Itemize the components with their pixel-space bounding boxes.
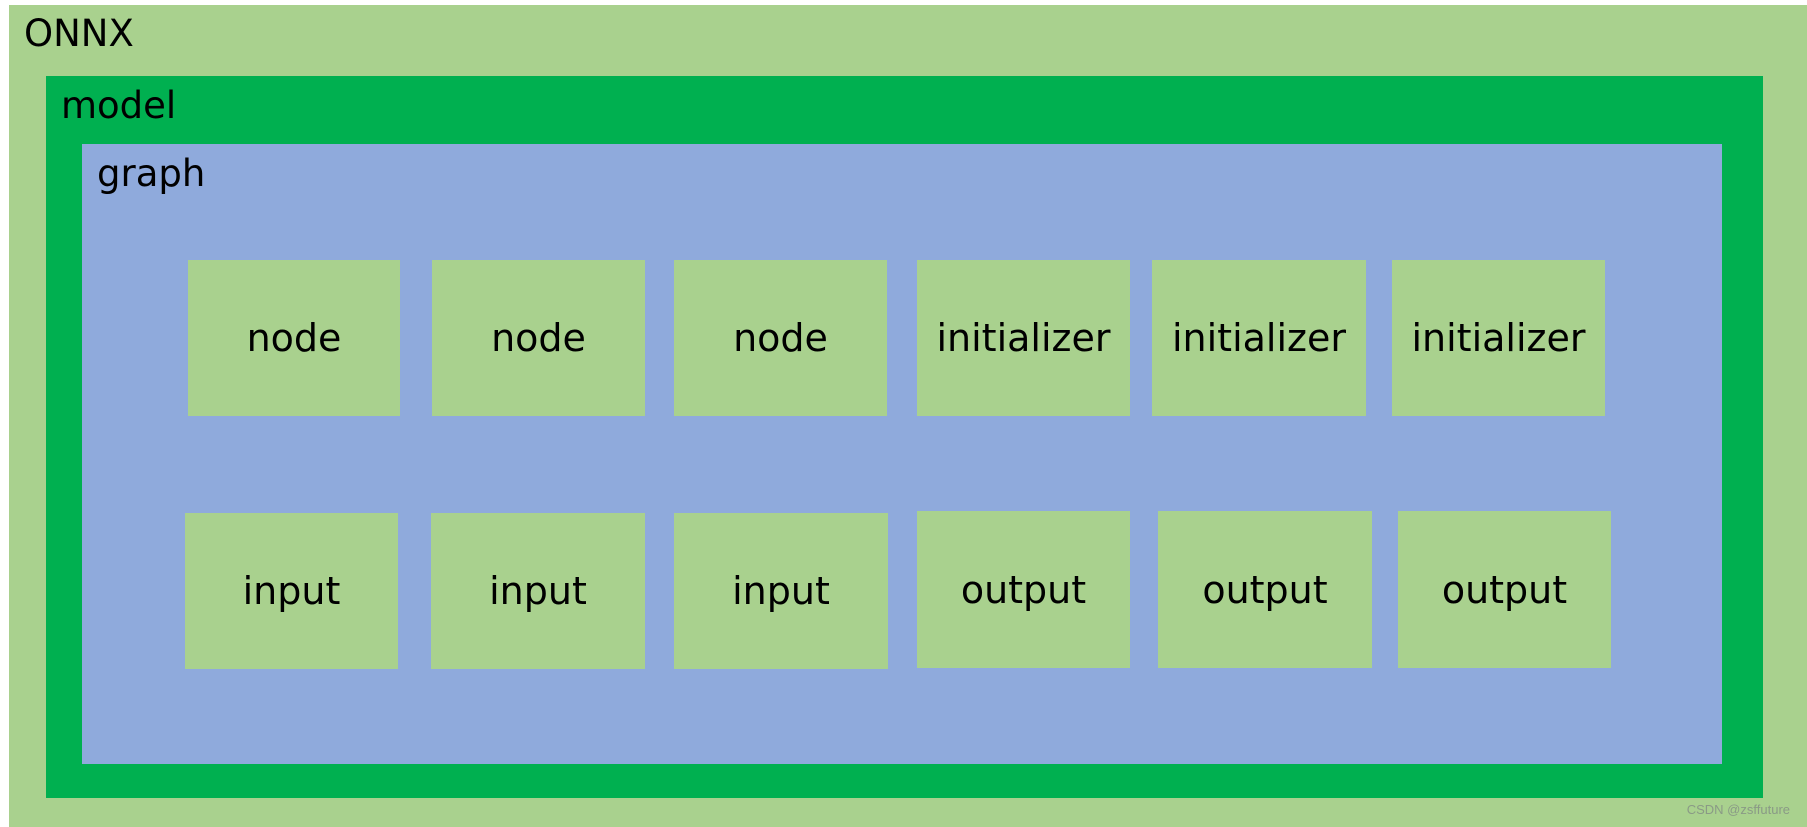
graph-node-3: node	[674, 260, 887, 416]
graph-output-1: output	[917, 511, 1130, 668]
graph-output-2: output	[1158, 511, 1372, 668]
graph-input-1: input	[185, 513, 398, 669]
model-label: model	[61, 84, 177, 127]
graph-node-2: node	[432, 260, 645, 416]
watermark-text: CSDN @zsffuture	[1686, 802, 1790, 817]
graph-output-3: output	[1398, 511, 1611, 668]
graph-input-2: input	[431, 513, 645, 669]
graph-input-3: input	[674, 513, 888, 669]
graph-initializer-1: initializer	[917, 260, 1130, 416]
graph-container	[82, 144, 1722, 764]
graph-initializer-2: initializer	[1152, 260, 1366, 416]
graph-node-1: node	[188, 260, 400, 416]
graph-label: graph	[97, 152, 206, 195]
graph-initializer-3: initializer	[1392, 260, 1605, 416]
onnx-label: ONNX	[24, 12, 134, 55]
